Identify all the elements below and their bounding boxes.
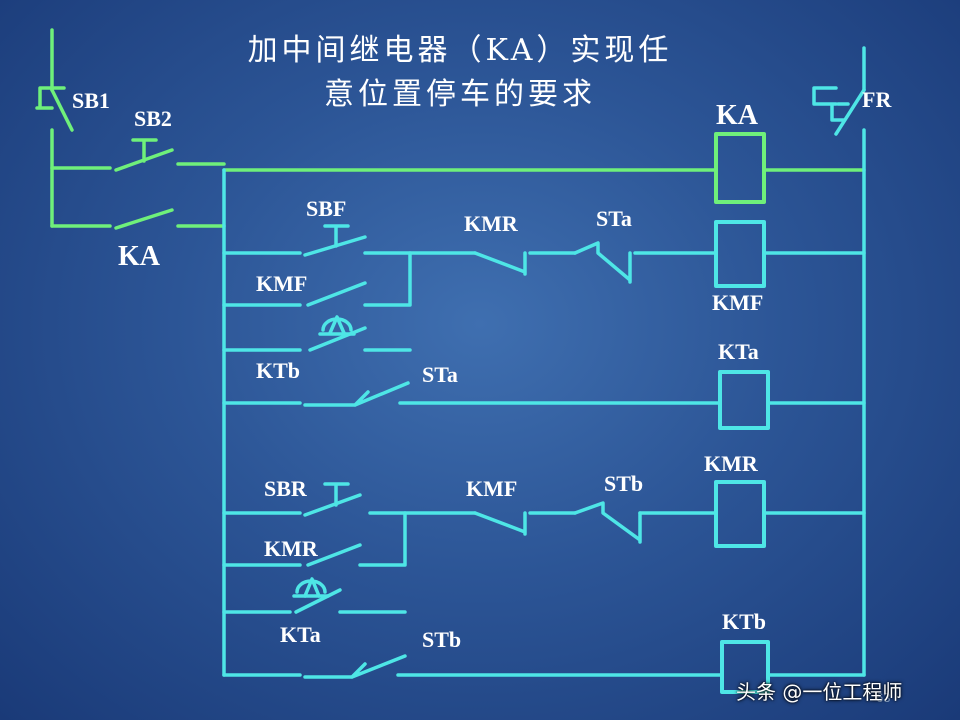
- motor-control-circuit: [222, 46, 866, 679]
- kmr-nc-contact-1: [473, 251, 527, 276]
- label-ktb-coil: KTb: [722, 609, 767, 634]
- kta-coil: [718, 370, 770, 430]
- label-sbf: SBF: [306, 196, 347, 221]
- sta-no-contact: [303, 381, 410, 407]
- coils: [714, 220, 770, 694]
- label-kmf-nc-bottom: KMF: [466, 476, 518, 501]
- fr-overload-contact: [812, 86, 866, 136]
- sb1-stop-button: [35, 86, 74, 132]
- label-sta-nc-top: STa: [596, 206, 632, 231]
- label-ktb-contact: KTb: [256, 358, 301, 383]
- kta-timed-arc: [292, 579, 330, 598]
- sbr-button: [303, 482, 362, 517]
- label-sb1: SB1: [72, 88, 110, 113]
- stb-nc-contact: [573, 501, 642, 544]
- page-number: 63: [876, 690, 891, 705]
- label-kta-contact: KTa: [280, 622, 321, 647]
- title-line-2: 意位置停车的要求: [324, 77, 596, 112]
- label-ka-coil: KA: [716, 100, 758, 131]
- ktb-timed-arc: [318, 317, 356, 336]
- label-sb2: SB2: [134, 106, 172, 131]
- kmf-holding-branch: [222, 251, 412, 352]
- kmr-coil: [714, 480, 766, 548]
- ka-control-circuit: [35, 28, 866, 230]
- title-line-1: 加中间继电器（KA）实现任: [247, 33, 673, 68]
- sta-nc-contact-1: [573, 241, 632, 284]
- label-kmf-coil: KMF: [712, 290, 764, 315]
- label-sbr: SBR: [264, 476, 307, 501]
- label-kmf-holding: KMF: [256, 271, 308, 296]
- kmf-coil: [714, 220, 766, 288]
- kmf-nc-contact-2: [473, 511, 527, 536]
- label-stb-no: STb: [422, 627, 462, 652]
- label-kmr-coil: KMR: [704, 451, 758, 476]
- sbf-button: [303, 224, 367, 257]
- stb-no-contact: [303, 654, 407, 679]
- ka-holding-contact: [50, 208, 226, 230]
- watermark: 头条 @一位工程师: [736, 680, 903, 704]
- kmr-holding-branch: [222, 511, 407, 614]
- label-kmr-holding: KMR: [264, 536, 318, 561]
- label-sta-no: STa: [422, 362, 458, 387]
- label-fr: FR: [862, 87, 892, 112]
- label-stb-nc: STb: [604, 471, 644, 496]
- label-kmr-nc-top: KMR: [464, 211, 518, 236]
- ktb-coil: [720, 640, 770, 694]
- sb2-start-button: [50, 138, 226, 172]
- ka-coil: [714, 132, 766, 204]
- label-ka-contact: KA: [118, 241, 160, 272]
- label-kta-coil: KTa: [718, 339, 759, 364]
